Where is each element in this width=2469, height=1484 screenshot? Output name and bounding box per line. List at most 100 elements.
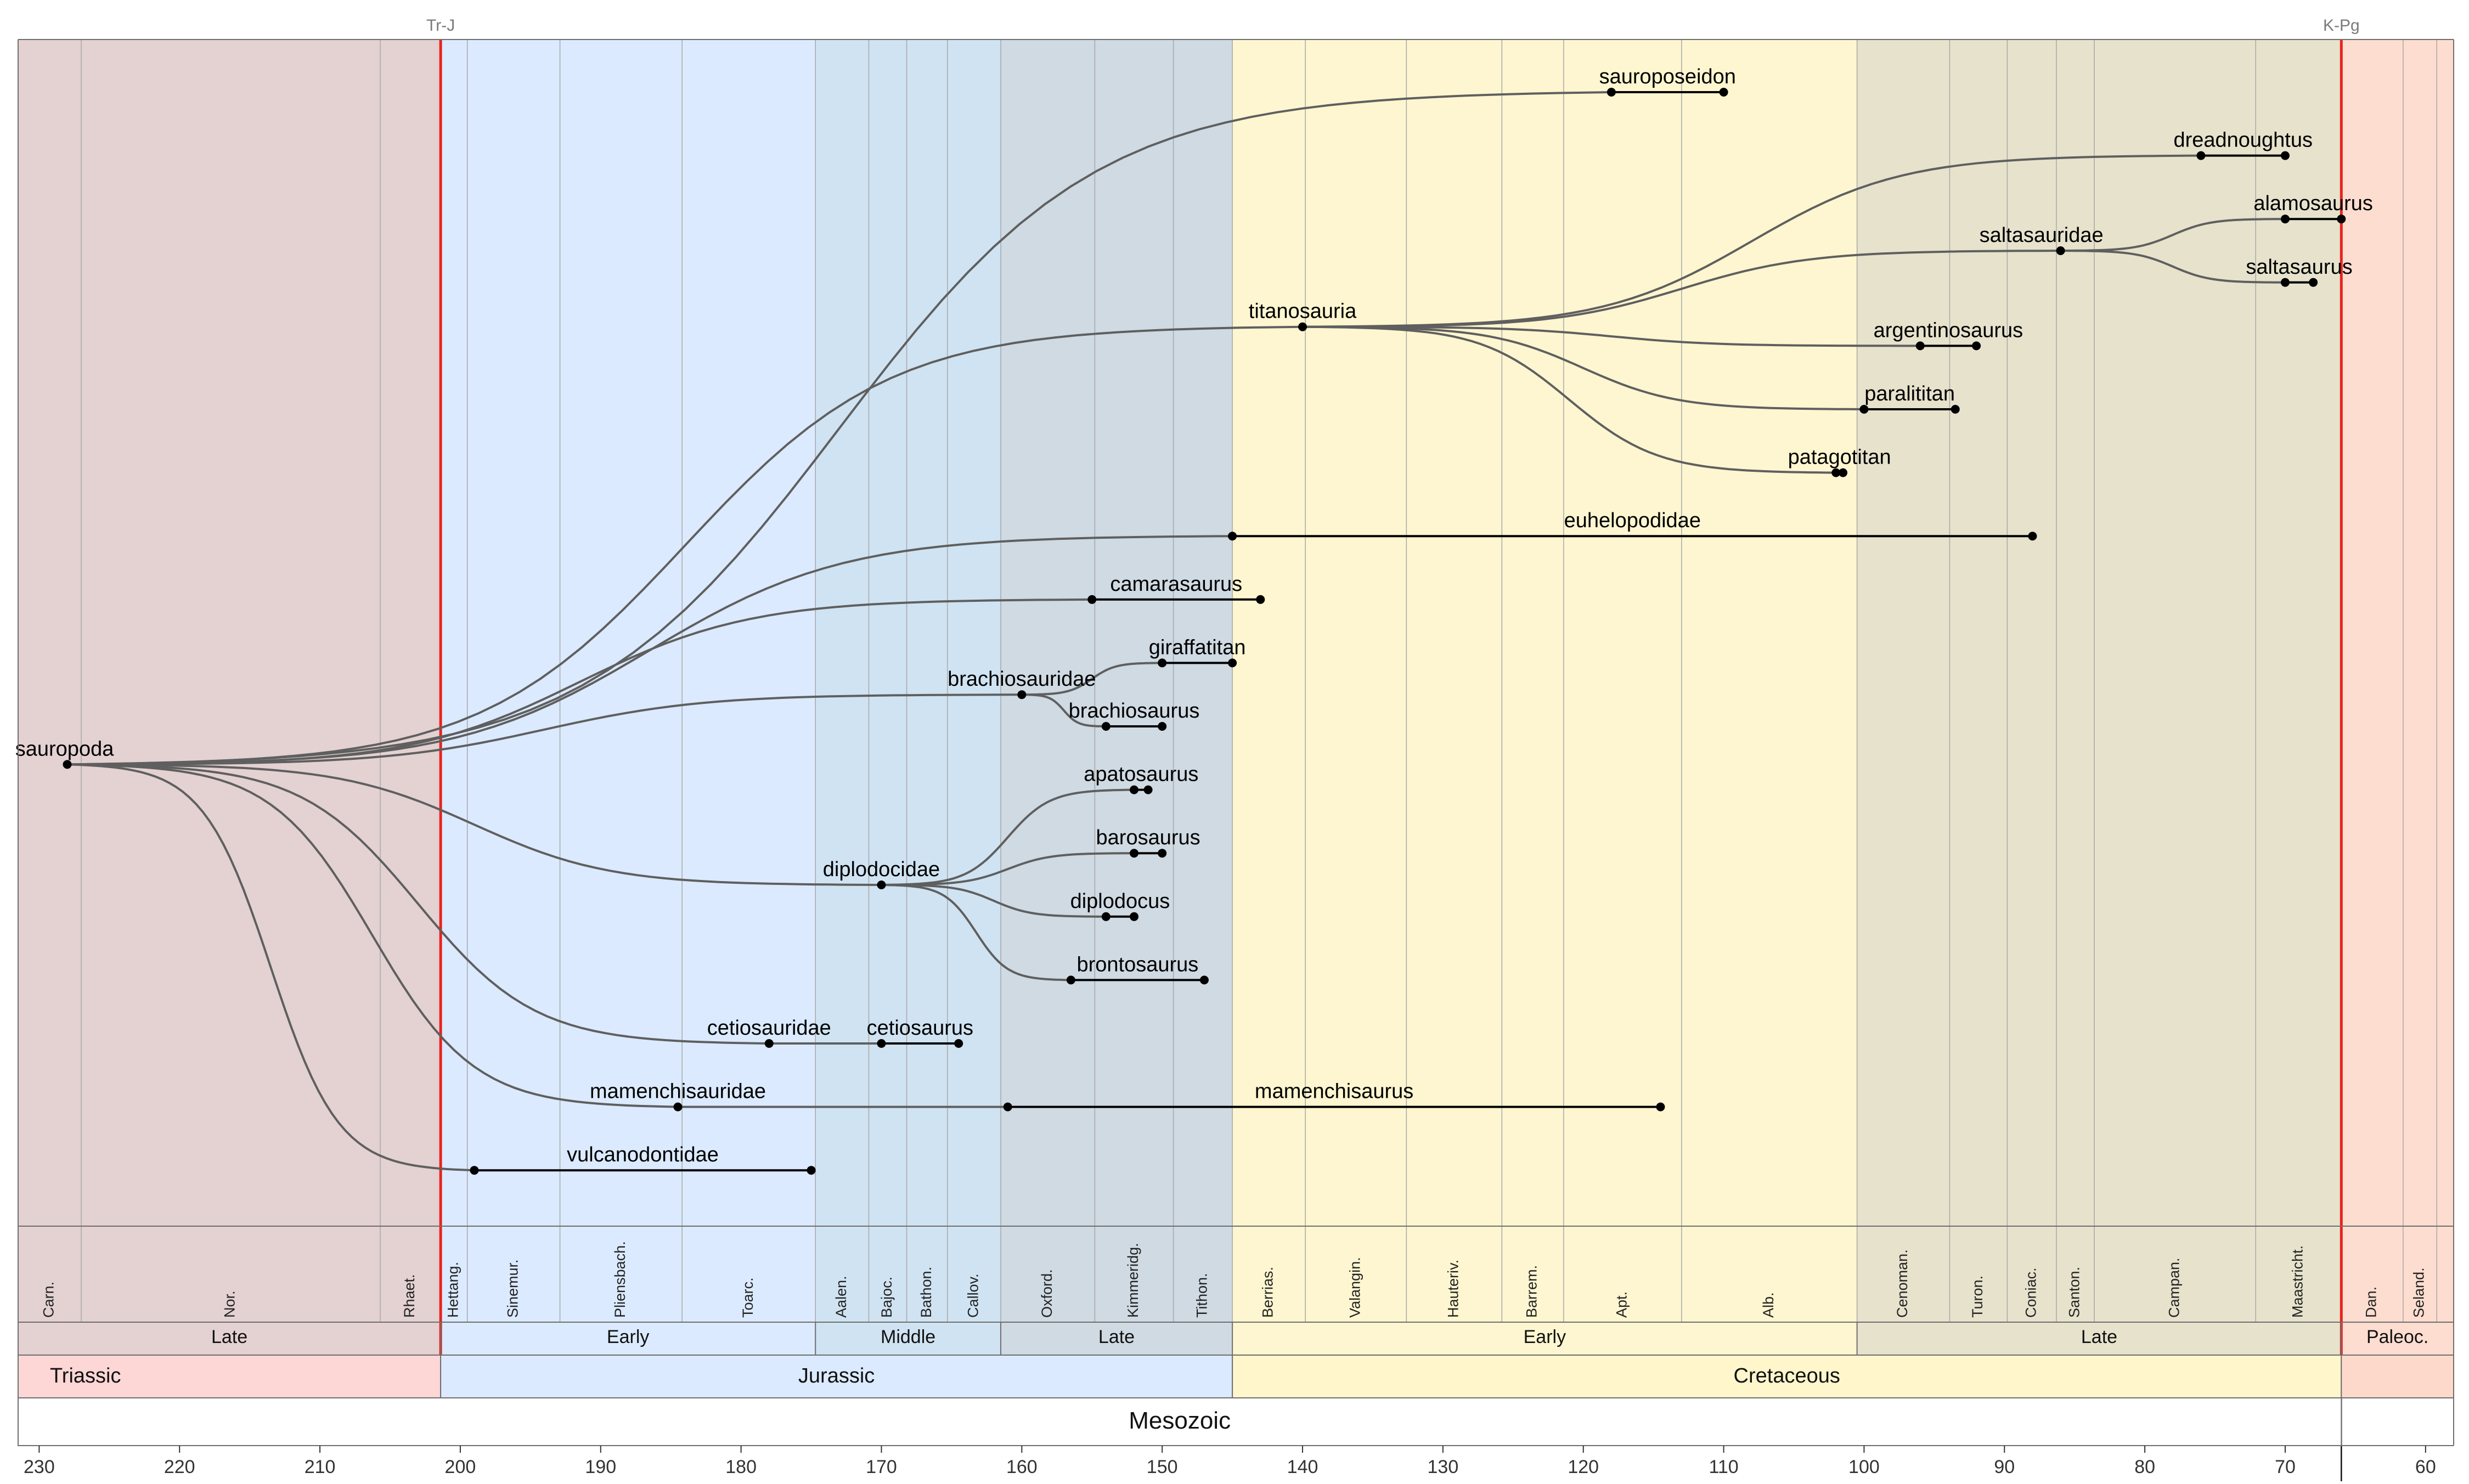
first-occurrence-saltasauridae: [2056, 246, 2065, 255]
epoch-label: Late: [2081, 1327, 2117, 1347]
taxon-labels: sauropodasauroposeidondreadnoughtusalamo…: [15, 65, 2373, 1166]
stage-label: Carn.: [41, 1282, 57, 1318]
epoch-band: [1857, 40, 2342, 1355]
epoch-label: Paleoc.: [2366, 1327, 2428, 1347]
first-occurrence-argentinosaurus: [1915, 341, 1925, 351]
first-occurrence-barosaurus: [1130, 849, 1139, 858]
stage-label: Alb.: [1760, 1292, 1777, 1318]
first-occurrence-cetiosauridae: [764, 1039, 774, 1048]
stage-label: Callov.: [965, 1273, 981, 1318]
last-occurrence-euhelopodidae: [2028, 532, 2037, 541]
taxon-label: dreadnoughtus: [2173, 129, 2313, 152]
first-occurrence-titanosauria: [1298, 322, 1307, 331]
boundary-label: Tr-J: [426, 16, 455, 35]
stage-label: Sinemur.: [504, 1259, 521, 1318]
first-occurrence-giraffatitan: [1158, 658, 1167, 668]
first-occurrence-brachiosaurus: [1101, 722, 1111, 731]
first-occurrence-vulcanodontidae: [470, 1166, 479, 1175]
branch-saltasaurus: [2060, 250, 2285, 284]
period-label: Triassic: [50, 1364, 121, 1387]
taxon-label: barosaurus: [1096, 826, 1200, 849]
branch-mamenchisauridae: [67, 763, 678, 1108]
first-occurrence-mamenchisaurus: [1003, 1102, 1012, 1111]
taxon-label: mamenchisaurus: [1255, 1080, 1413, 1103]
epoch-band: [815, 40, 1001, 1355]
last-occurrence-patagotitan: [1839, 468, 1848, 477]
branch-titanosauria: [67, 325, 1303, 766]
stage-label: Hettang.: [445, 1262, 461, 1318]
taxon-label: cetiosauridae: [707, 1017, 831, 1040]
taxon-label: mamenchisauridae: [590, 1080, 766, 1103]
x-tick-label: 120: [1568, 1457, 1599, 1477]
first-occurrence-sauropoda: [63, 760, 72, 769]
stage-label: Hauteriv.: [1445, 1260, 1461, 1318]
epoch-band: [1000, 40, 1233, 1355]
taxon-label: sauroposeidon: [1599, 65, 1736, 88]
x-tick-label: 170: [866, 1457, 897, 1477]
last-occurrence-saltasaurus: [2309, 278, 2318, 287]
epoch-band: [1232, 40, 1857, 1355]
last-occurrence-sauroposeidon: [1719, 88, 1728, 97]
taxon-label: euhelopodidae: [1564, 509, 1701, 532]
period-label: Jurassic: [798, 1364, 875, 1387]
branch-saltasauridae: [1302, 250, 2061, 328]
last-occurrence-camarasaurus: [1256, 595, 1265, 604]
epoch-label: Late: [211, 1327, 247, 1347]
stage-label: Turon.: [1969, 1276, 1986, 1318]
background-bands: [18, 40, 2454, 1355]
first-occurrence-diplodocus: [1101, 912, 1111, 921]
x-tick-label: 190: [585, 1457, 616, 1477]
epoch-band: [441, 40, 816, 1355]
taxon-label: brachiosaurus: [1069, 699, 1200, 723]
taxon-label: diplodocus: [1070, 890, 1170, 913]
x-tick-label: 160: [1006, 1457, 1038, 1477]
taxon-label: giraffatitan: [1149, 636, 1246, 659]
x-tick-label: 80: [2134, 1457, 2155, 1477]
x-tick-label: 230: [24, 1457, 55, 1477]
branch-barosaurus: [881, 852, 1134, 886]
last-occurrence-paralititan: [1951, 405, 1960, 414]
stage-label: Santon.: [2066, 1267, 2083, 1318]
taxon-label: saltasauridae: [1980, 224, 2104, 247]
x-tick-label: 130: [1428, 1457, 1459, 1477]
first-occurrence-sauroposeidon: [1606, 88, 1616, 97]
branch-brontosaurus: [881, 884, 1071, 981]
era-band: [18, 1397, 2342, 1446]
branch-diplodocidae: [67, 763, 882, 886]
stage-label: Oxford.: [1039, 1269, 1055, 1318]
first-occurrence-brontosaurus: [1066, 975, 1075, 985]
x-tick-label: 60: [2415, 1457, 2436, 1477]
taxon-label: paralititan: [1864, 382, 1955, 405]
first-occurrence-saltasaurus: [2280, 278, 2290, 287]
first-occurrence-euhelopodidae: [1228, 532, 1237, 541]
branch-vulcanodontidae: [67, 763, 475, 1172]
stage-label: Apt.: [1613, 1291, 1630, 1318]
last-occurrence-barosaurus: [1158, 849, 1167, 858]
period-band: [2341, 1355, 2454, 1398]
stage-label: Toarc.: [740, 1277, 756, 1318]
first-occurrence-alamosaurus: [2280, 215, 2290, 224]
branch-patagotitan: [1302, 325, 1836, 474]
last-occurrence-cetiosaurus: [954, 1039, 963, 1048]
x-tick-label: 180: [725, 1457, 757, 1477]
taxon-label: argentinosaurus: [1874, 319, 2023, 342]
period-band: [1232, 1355, 2342, 1398]
first-occurrence-camarasaurus: [1087, 595, 1097, 604]
epoch-label: Late: [1098, 1327, 1135, 1347]
taxon-label: brachiosauridae: [948, 668, 1096, 691]
branch-brachiosaurus: [1022, 693, 1106, 727]
stage-label: Rhaet.: [401, 1274, 418, 1318]
first-occurrence-diplodocidae: [877, 881, 886, 889]
branch-paralititan: [1302, 325, 1864, 410]
stage-label: Tithon.: [1194, 1273, 1210, 1318]
branch-argentinosaurus: [1303, 325, 1920, 347]
x-tick-label: 110: [1709, 1457, 1738, 1477]
stage-label: Coniac.: [2022, 1267, 2039, 1318]
last-occurrence-alamosaurus: [2337, 215, 2346, 224]
taxon-label: vulcanodontidae: [567, 1143, 719, 1166]
x-tick-label: 150: [1147, 1457, 1178, 1477]
stage-label: Campan.: [2166, 1257, 2182, 1318]
era-label: Mesozoic: [1129, 1407, 1231, 1434]
branch-camarasaurus: [67, 598, 1092, 766]
